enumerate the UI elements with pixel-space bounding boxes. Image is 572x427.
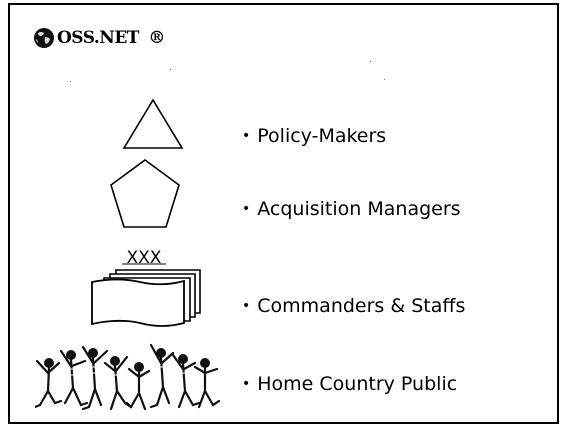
bullet-label: Home Country Public bbox=[257, 373, 458, 395]
triangle-icon bbox=[122, 98, 184, 149]
bullet-commanders-staffs: • Commanders & Staffs bbox=[242, 295, 465, 317]
xxx-flags-icon: XXX bbox=[91, 248, 201, 327]
registered-mark: ® bbox=[148, 28, 165, 48]
bullet-policy-makers: • Policy-Makers bbox=[242, 125, 386, 147]
slide: OSS.NET ® XXX bbox=[8, 3, 559, 424]
scan-speck bbox=[70, 81, 71, 82]
scan-speck bbox=[384, 79, 385, 80]
logo-name: OSS.NET bbox=[57, 28, 139, 48]
bullet-label: Commanders & Staffs bbox=[257, 295, 466, 317]
scan-speck bbox=[370, 61, 371, 62]
bullet-label: Acquisition Managers bbox=[257, 198, 461, 220]
dancing-figures-icon bbox=[35, 343, 221, 411]
bullet-dot: • bbox=[242, 201, 251, 217]
pentagon-icon bbox=[110, 159, 180, 228]
bullet-label: Policy-Makers bbox=[257, 125, 387, 147]
bullet-acquisition-managers: • Acquisition Managers bbox=[242, 198, 461, 220]
globe-icon bbox=[34, 28, 54, 48]
logo-text: OSS.NET ® bbox=[57, 28, 165, 48]
xxx-label: XXX bbox=[127, 248, 162, 268]
bullet-home-country-public: • Home Country Public bbox=[242, 373, 457, 395]
bullet-dot: • bbox=[242, 376, 251, 392]
bullet-dot: • bbox=[242, 128, 251, 144]
logo: OSS.NET ® bbox=[32, 27, 165, 49]
bullet-dot: • bbox=[242, 298, 251, 314]
scan-speck bbox=[170, 69, 171, 70]
